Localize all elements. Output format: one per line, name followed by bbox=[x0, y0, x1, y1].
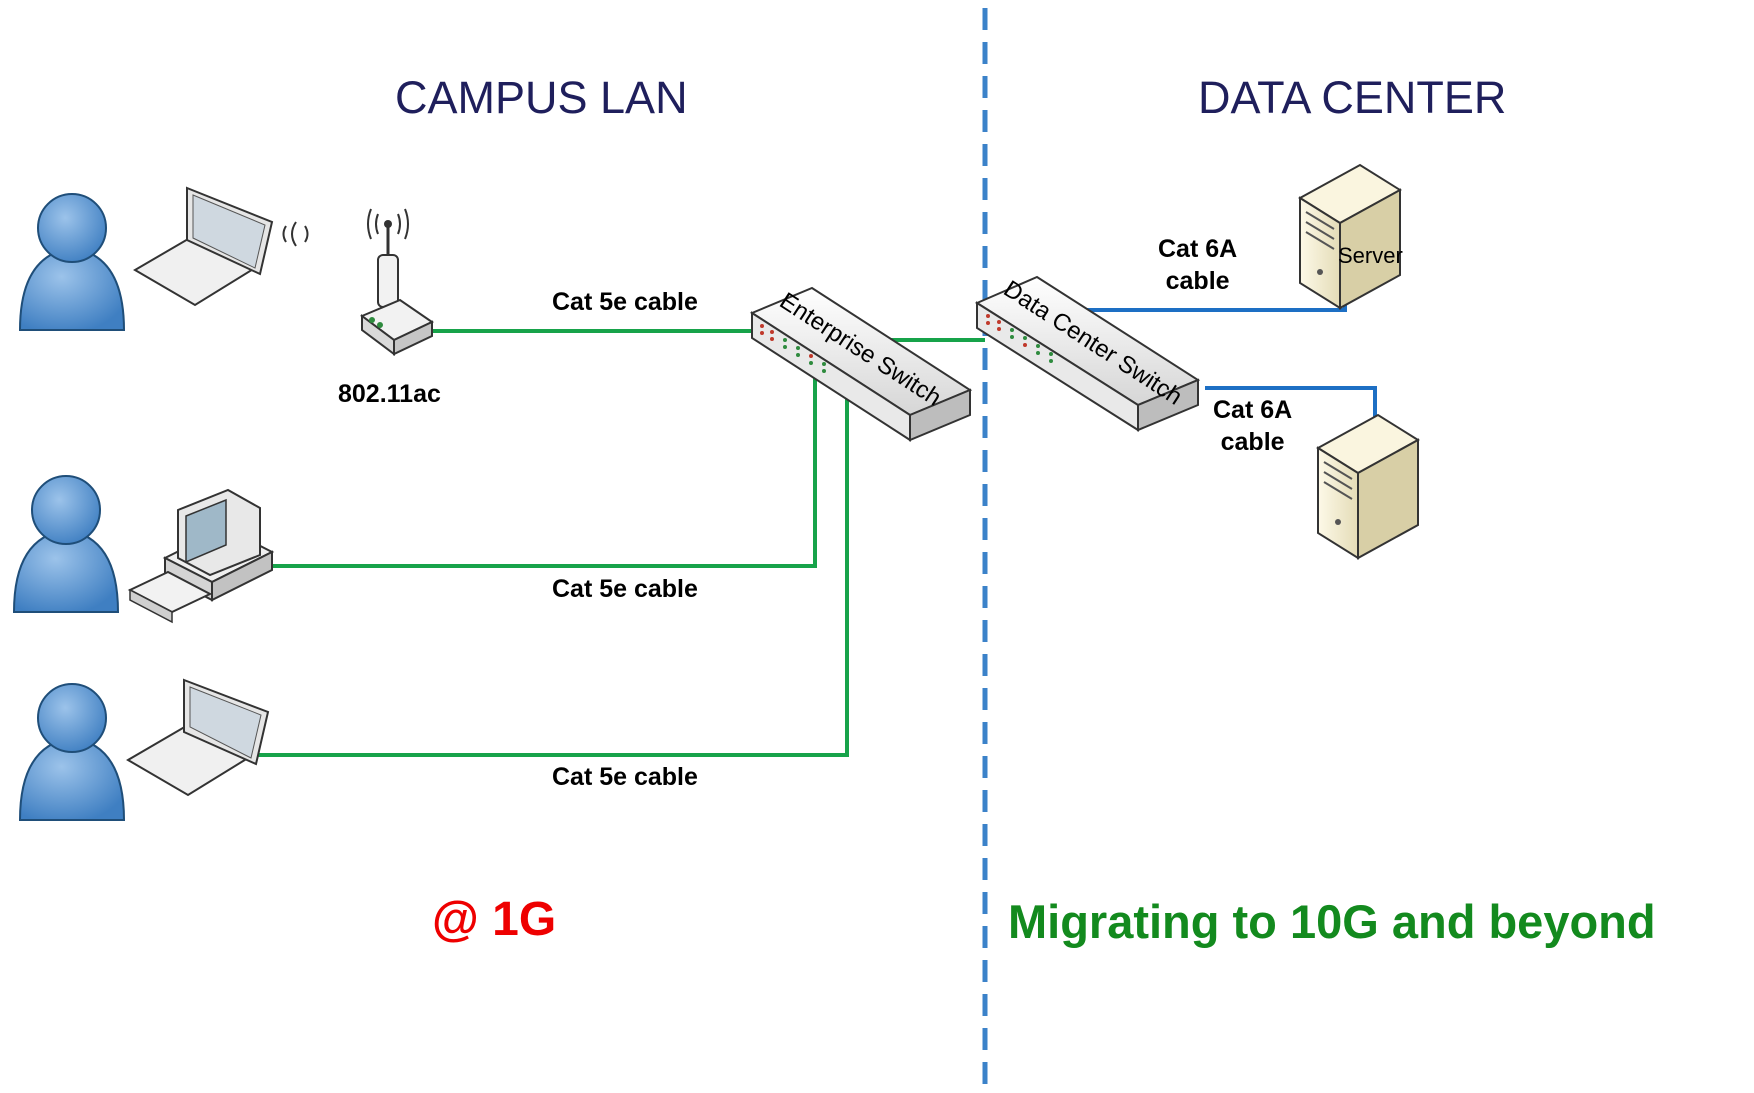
campus-speed-label: @ 1G bbox=[432, 893, 557, 946]
cable-label-server1: Cat 6A cable bbox=[1158, 233, 1237, 297]
datacenter-speed-label: Migrating to 10G and beyond bbox=[1008, 895, 1656, 948]
data-center-title: DATA CENTER bbox=[1198, 72, 1507, 123]
laptop-icon[interactable] bbox=[126, 678, 270, 797]
campus-lan-title: CAMPUS LAN bbox=[395, 72, 688, 123]
cable-label-server1-line2: cable bbox=[1165, 267, 1230, 295]
cable-label-laptop: Cat 5e cable bbox=[552, 763, 698, 791]
laptop-icon[interactable] bbox=[133, 186, 274, 307]
server-icon[interactable] bbox=[1316, 413, 1420, 560]
user-icon bbox=[12, 475, 120, 613]
cable-desktop-to-switch bbox=[265, 378, 817, 568]
wireless-signal-icon bbox=[282, 221, 309, 247]
cable-label-desktop: Cat 5e cable bbox=[552, 575, 698, 603]
cable-label-server2-line2: cable bbox=[1220, 428, 1285, 456]
switch-port-leds bbox=[760, 324, 826, 373]
datacenter-switch-icon[interactable]: Data Center Switch bbox=[974, 275, 1201, 432]
campus-cables bbox=[258, 329, 985, 757]
cable-dcswitch-to-server2 bbox=[1205, 386, 1377, 420]
server-icon[interactable]: Server bbox=[1298, 163, 1403, 310]
cable-label-ap: Cat 5e cable bbox=[552, 288, 698, 316]
user-icon bbox=[18, 193, 126, 331]
server-label: Server bbox=[1338, 243, 1403, 268]
user-icon bbox=[18, 683, 126, 821]
cable-label-server1-line1: Cat 6A bbox=[1158, 235, 1238, 263]
cable-laptop-to-switch bbox=[258, 398, 849, 757]
desktop-computer-icon[interactable] bbox=[127, 488, 275, 624]
switch-port-leds bbox=[986, 314, 1053, 363]
cable-label-server2: Cat 6A cable bbox=[1213, 394, 1292, 458]
access-point-icon[interactable] bbox=[360, 208, 434, 356]
wifi-standard-label: 802.11ac bbox=[338, 380, 441, 408]
cable-label-server2-line1: Cat 6A bbox=[1213, 396, 1293, 424]
enterprise-switch-icon[interactable]: Enterprise Switch bbox=[749, 286, 973, 442]
